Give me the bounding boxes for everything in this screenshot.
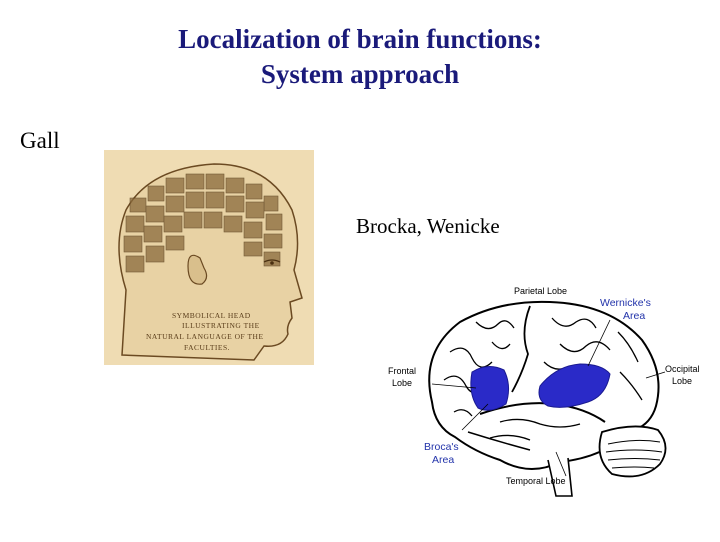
gall-label: Gall [20, 128, 60, 153]
title-line-1: Localization of brain functions: [178, 24, 542, 54]
wernicke-area-label-line-1: Wernicke's [600, 297, 651, 309]
phrenology-caption-line-3: NATURAL LANGUAGE OF THE [146, 332, 264, 341]
occipital-lobe-label-line-2: Lobe [672, 376, 692, 386]
phrenology-head-image: SYMBOLICAL HEAD ILLUSTRATING THE NATURAL… [104, 150, 314, 365]
temporal-lobe-label: Temporal Lobe [506, 476, 566, 486]
phrenology-caption-line-4: FACULTIES. [184, 343, 230, 352]
phrenology-caption-line-1: SYMBOLICAL HEAD [172, 311, 251, 320]
brain-diagram: Parietal Lobe Wernicke's Area Frontal Lo… [380, 282, 710, 537]
slide-title: Localization of brain functions: System … [0, 22, 720, 92]
wernicke-area-label-line-2: Area [623, 310, 645, 322]
broca-area-label-line-1: Broca's [424, 441, 459, 453]
phrenology-caption-line-2: ILLUSTRATING THE [182, 321, 260, 330]
broca-wernicke-label: Brocka, Wenicke [356, 214, 500, 238]
parietal-lobe-label: Parietal Lobe [514, 286, 567, 296]
frontal-lobe-label-line-1: Frontal [388, 366, 416, 376]
broca-area-label-line-2: Area [432, 454, 454, 466]
frontal-lobe-label-line-2: Lobe [392, 378, 412, 388]
title-line-2: System approach [260, 59, 460, 89]
occipital-lobe-label-line-1: Occipital [665, 364, 700, 374]
